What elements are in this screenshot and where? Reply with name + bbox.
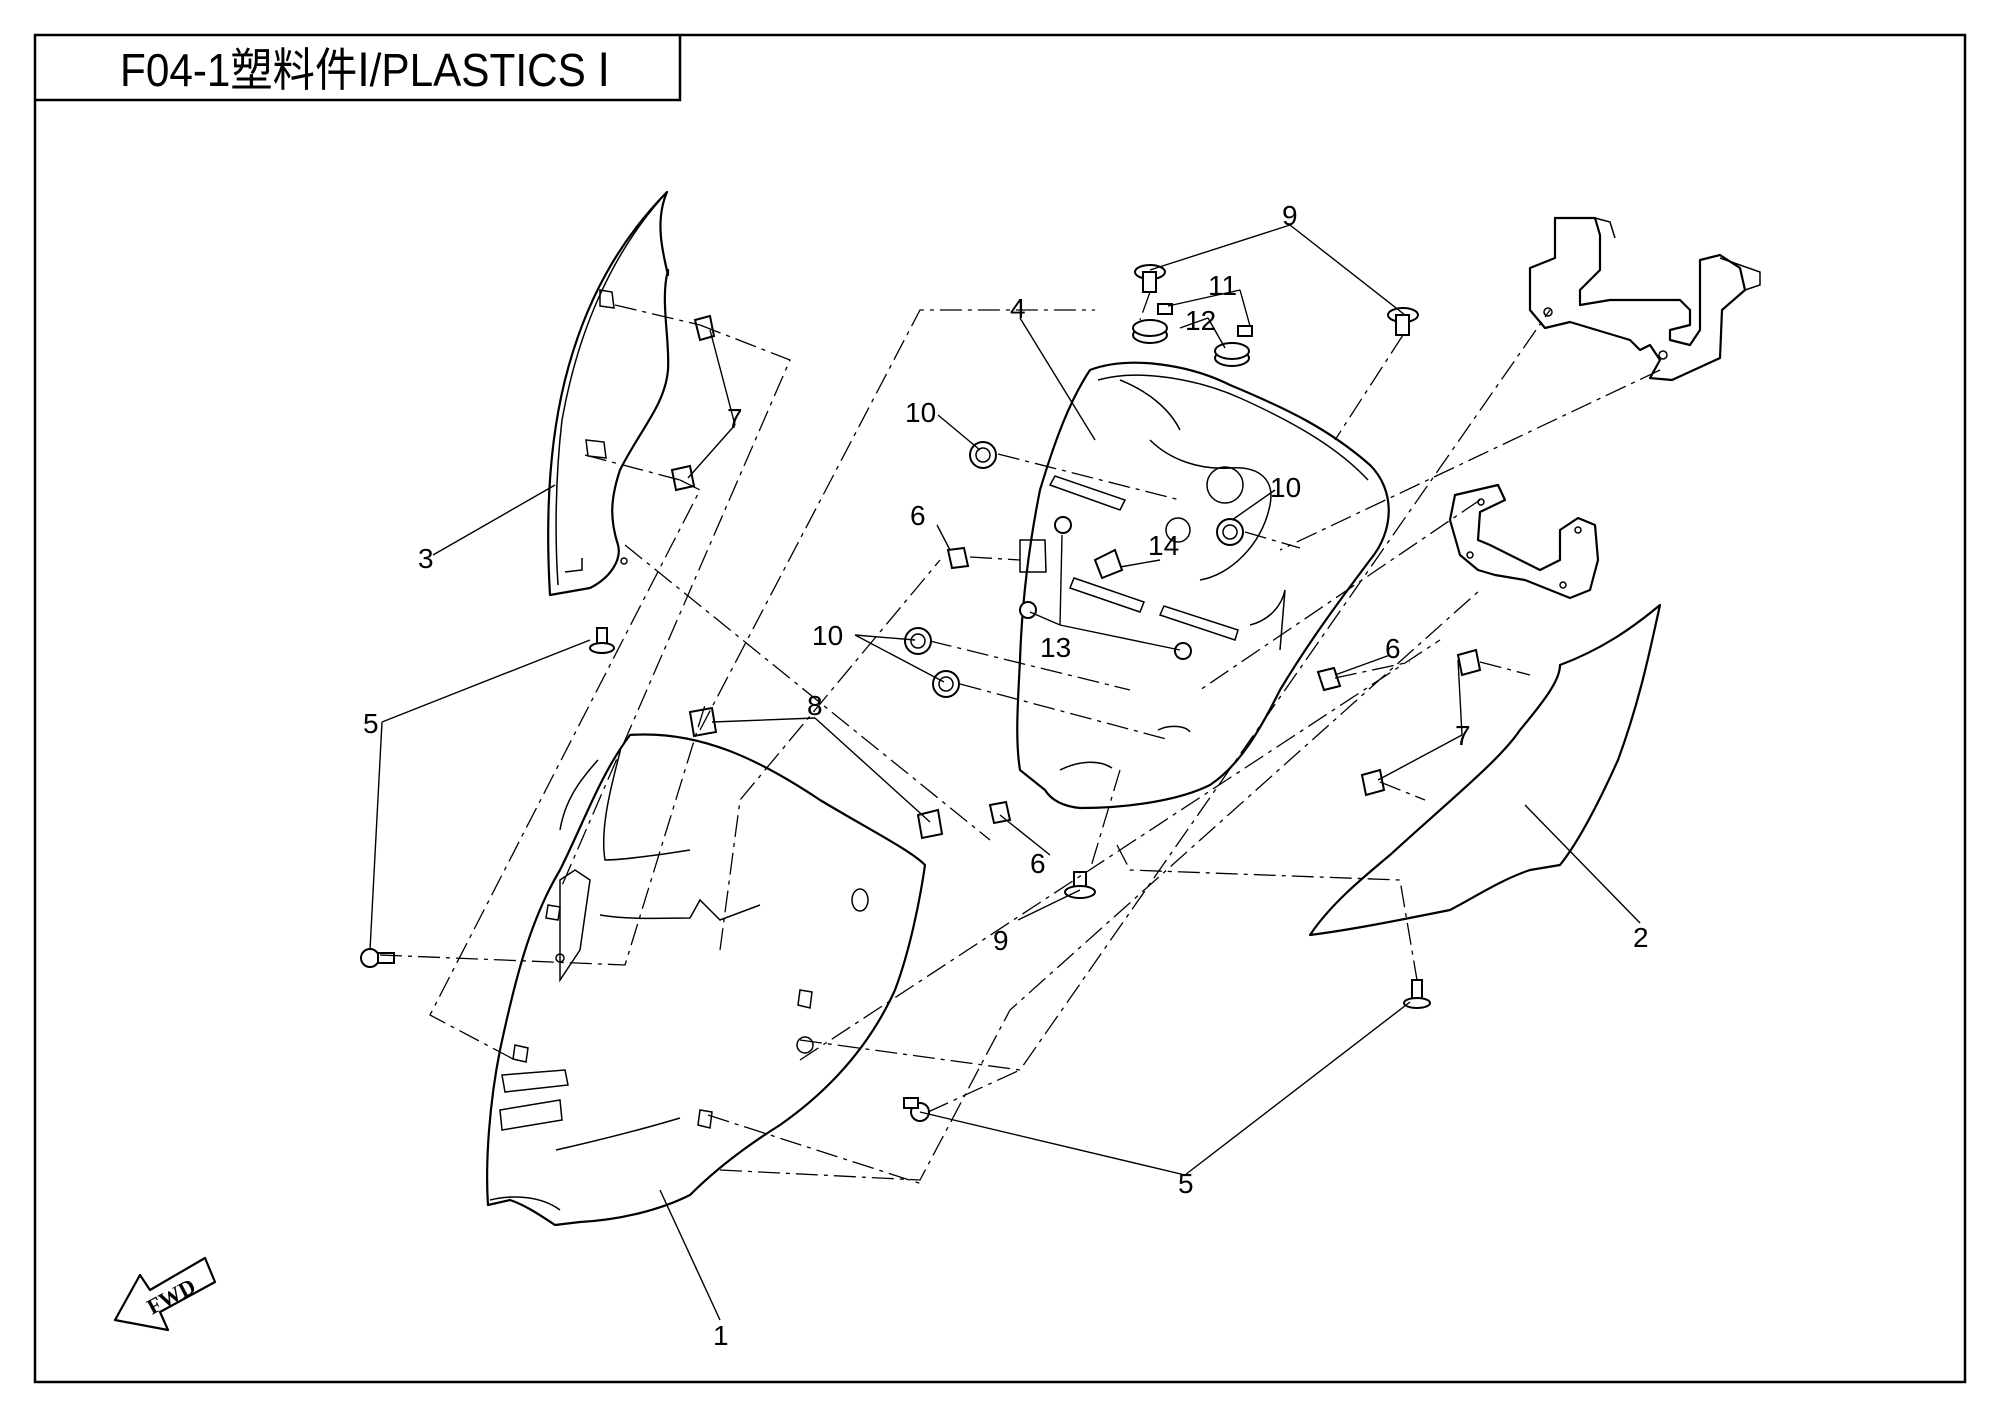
- rivet-9-lower: [1064, 871, 1096, 899]
- title-block: F04-1塑料件Ⅰ/PLASTICS Ⅰ: [35, 35, 682, 102]
- callout-9-lower: 9: [993, 925, 1009, 956]
- callout-12: 12: [1185, 305, 1216, 336]
- screw-5-left: [360, 948, 395, 968]
- clip-7-top: [693, 314, 716, 342]
- leader-lines: [369, 224, 1641, 1321]
- rivet-9-upper-left: [1134, 264, 1166, 293]
- callout-6-right: 6: [1385, 633, 1401, 664]
- callout-13: 13: [1040, 632, 1071, 663]
- part-2-right-side-panel: [1308, 603, 1662, 937]
- callout-11: 11: [1208, 270, 1237, 301]
- mounting-brackets: [1448, 216, 1761, 600]
- bolt-10-right: [1216, 518, 1244, 546]
- callout-5-lower: 5: [1178, 1168, 1194, 1199]
- screw-13-c: [1174, 642, 1192, 660]
- clip-7-mid: [670, 464, 696, 492]
- callout-10-top: 10: [905, 397, 936, 428]
- bolt-10-top: [969, 441, 997, 469]
- screw-5-right: [1403, 979, 1431, 1009]
- callout-9-top: 9: [1282, 200, 1298, 231]
- callout-2: 2: [1633, 922, 1649, 953]
- speed-nut-6-lower: [988, 800, 1012, 825]
- callout-6-lower: 6: [1030, 848, 1046, 879]
- grommet-11-12-right: [1214, 325, 1253, 367]
- assembly-lines: [379, 291, 1661, 1186]
- screw-13-b: [1019, 601, 1037, 619]
- sheet-border: [33, 33, 1967, 1384]
- bolt-10-mid: [904, 627, 932, 655]
- callout-4: 4: [1010, 293, 1026, 324]
- callout-3: 3: [418, 543, 434, 574]
- bolt-10-low: [932, 670, 960, 698]
- rivet-9-upper-right: [1387, 307, 1419, 336]
- callout-8: 8: [807, 690, 823, 721]
- page-title: F04-1塑料件Ⅰ/PLASTICS Ⅰ: [120, 44, 610, 96]
- callout-1: 1: [713, 1320, 729, 1351]
- screw-5-lower-mid: [903, 1097, 930, 1122]
- forward-direction-arrow: FWD: [113, 1256, 217, 1332]
- screw-13-a: [1054, 516, 1072, 534]
- callout-10-mid: 10: [812, 620, 843, 651]
- clip-14: [1093, 548, 1124, 580]
- part-1-front-nose: [486, 733, 927, 1227]
- callout-6-left: 6: [910, 500, 926, 531]
- speed-nut-6-left: [946, 546, 970, 570]
- fasteners: [360, 264, 1482, 1122]
- clip-8-upper: [688, 706, 718, 738]
- callout-10-right: 10: [1270, 472, 1301, 503]
- callout-7-left: 7: [727, 403, 743, 434]
- grommet-11-12-left: [1132, 303, 1173, 344]
- part-4-inner-cowl: [1016, 361, 1390, 810]
- screw-5-upper-left: [589, 627, 615, 654]
- callout-labels: 1 2 3 4 5 5 6 6 6 7 7 8 9 9 10 10 10 11 …: [363, 200, 1649, 1351]
- clip-7-right-top: [1456, 648, 1482, 677]
- callout-7-right: 7: [1455, 720, 1471, 751]
- callout-14: 14: [1148, 530, 1179, 561]
- clip-7-right-low: [1360, 768, 1386, 797]
- direction-label: FWD: [143, 1273, 200, 1319]
- part-3-left-side-panel: [547, 190, 670, 597]
- speed-nut-6-right: [1316, 666, 1342, 692]
- callout-5-left: 5: [363, 708, 379, 739]
